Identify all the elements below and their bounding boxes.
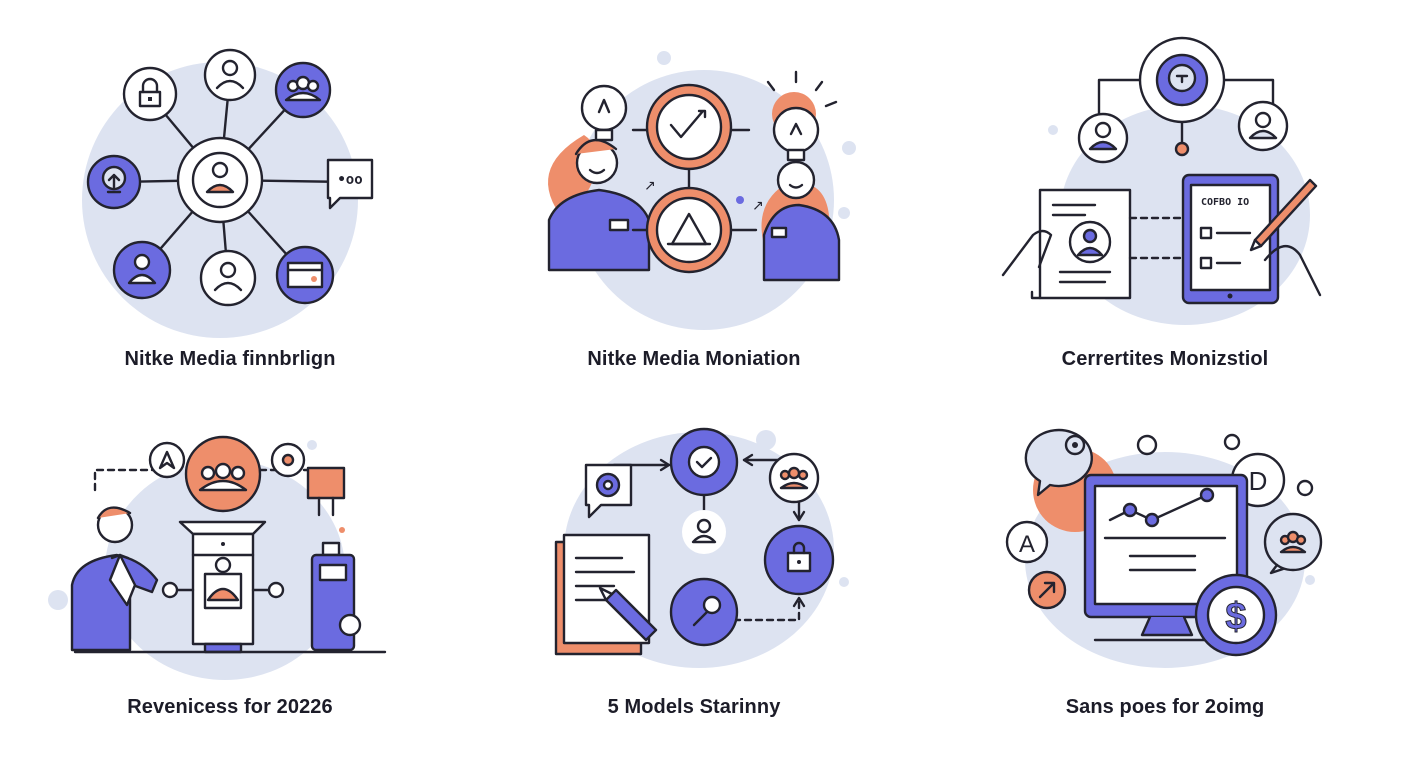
brush-icon <box>669 577 739 647</box>
chart-check-icon <box>645 83 733 171</box>
hand-icon <box>1263 245 1322 297</box>
card-caption: Nitke Media Moniation <box>587 348 801 370</box>
idea-icon <box>86 154 142 210</box>
person-icon <box>761 160 841 282</box>
card-media-moniation: ↗ ↗ Nitke Media Moniation <box>494 30 894 390</box>
user-icon <box>1237 100 1289 152</box>
document-icon <box>1030 188 1132 300</box>
monitor-chart-icon <box>1083 473 1249 642</box>
svg-text:↗: ↗ <box>752 197 764 213</box>
lightbulb-icon <box>580 84 628 142</box>
card-caption: 5 Models Starinny <box>607 696 781 718</box>
tablet-icon: COFBO IO <box>1181 173 1280 305</box>
card-caption: Revenicess for 20226 <box>127 696 333 718</box>
target-icon <box>584 463 633 519</box>
arrow-icon <box>1027 570 1067 610</box>
svg-text:•oo: •oo <box>337 172 362 188</box>
group-icon <box>768 452 820 504</box>
bag-icon <box>763 524 835 596</box>
triangle-icon <box>645 186 733 274</box>
target-icon <box>270 442 306 478</box>
svg-text:$: $ <box>1225 596 1246 638</box>
user-icon <box>199 249 257 307</box>
collaboration-illustration: ↗ ↗ <box>547 51 856 330</box>
brain-icon <box>1138 36 1226 124</box>
card-caption: Sans poes for 2oimg <box>1065 696 1265 718</box>
group-icon <box>184 435 262 513</box>
card-media-network: •oo Nitke Media finnbrlign <box>30 30 430 390</box>
bubble-letter-d: D <box>1249 466 1268 496</box>
pencil-icon <box>1249 178 1318 252</box>
hub-user-icon <box>176 136 264 224</box>
revenue-illustration <box>48 435 387 680</box>
lightbulb-icon <box>766 70 838 162</box>
models-illustration <box>554 427 849 668</box>
card-models: 5 Models Starinny <box>494 380 894 740</box>
card-revenue: Revenicess for 20226 <box>30 380 430 740</box>
chat-dots-icon: •oo <box>326 158 374 210</box>
user-icon <box>682 510 726 554</box>
user-icon <box>203 48 257 102</box>
hand-icon <box>1001 229 1053 277</box>
svg-text:↗: ↗ <box>644 177 656 193</box>
user-icon <box>112 240 172 300</box>
card-caption: Nitke Media finnbrlign <box>124 348 336 370</box>
group-icon <box>274 61 332 119</box>
card-certificates: COFBO IO Cerrertites Monizstiol <box>965 30 1365 390</box>
machine-icon <box>161 520 285 654</box>
pen-icon <box>598 586 658 642</box>
person-icon <box>547 135 651 272</box>
lock-icon <box>122 66 178 122</box>
user-icon <box>1077 112 1129 164</box>
search-icon <box>1024 428 1093 497</box>
device-icon <box>306 466 362 652</box>
analytics-illustration: D $ <box>1005 428 1323 668</box>
letter-icon: A <box>1005 520 1049 564</box>
card-sans-poes: D $ <box>965 380 1365 740</box>
person-icon <box>70 506 159 652</box>
card-caption: Cerrertites Monizstiol <box>1061 348 1269 370</box>
check-icon <box>669 427 739 497</box>
tablet-text: COFBO IO <box>1201 197 1249 208</box>
bubble-letter-a: A <box>1019 531 1035 558</box>
group-icon <box>1263 512 1323 575</box>
dollar-icon: $ <box>1194 573 1278 657</box>
browser-icon <box>275 245 335 305</box>
network-illustration: •oo <box>82 48 374 338</box>
document-illustration: COFBO IO <box>1001 36 1322 325</box>
rocket-icon <box>148 441 186 479</box>
